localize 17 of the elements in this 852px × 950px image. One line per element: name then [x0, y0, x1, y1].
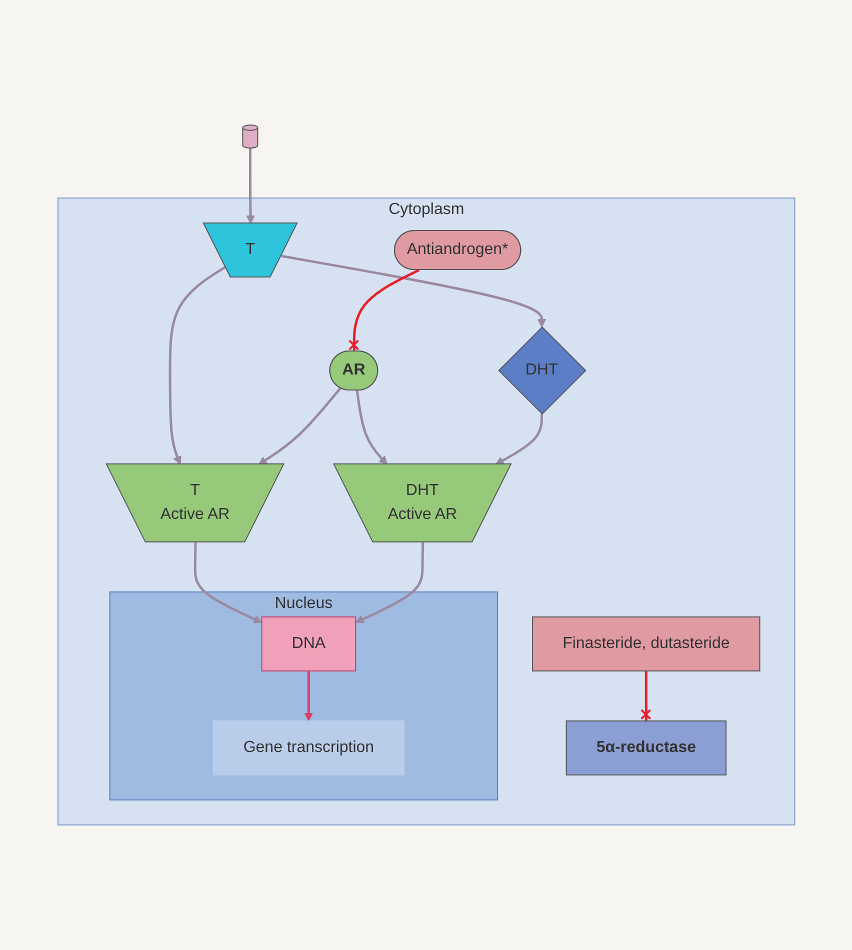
connector	[348, 268, 420, 352]
node-box: Gene transcription	[212, 720, 404, 776]
arrow	[280, 254, 546, 328]
arrow	[494, 414, 543, 465]
arrow	[304, 670, 313, 722]
arrow	[193, 542, 262, 624]
node-box: 5α-reductase	[565, 720, 726, 776]
arrow	[246, 148, 255, 224]
node-cylinder	[242, 124, 258, 149]
arrow	[354, 542, 424, 624]
arrow	[258, 387, 342, 465]
arrow	[355, 390, 388, 465]
node-box: Finasteride, dutasteride	[532, 616, 760, 672]
node-diamond: DHT	[498, 326, 586, 415]
node-box: DNA	[260, 616, 356, 672]
connector	[640, 670, 651, 721]
arrow	[168, 266, 226, 465]
